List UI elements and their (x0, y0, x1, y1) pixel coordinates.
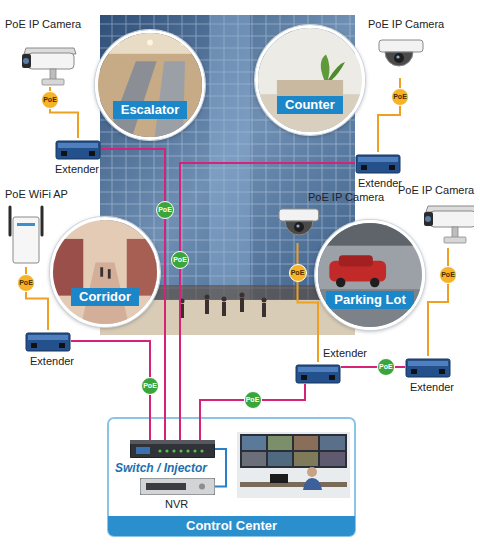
poe-badge: PoE (171, 251, 189, 269)
node-label: Switch / Injector (115, 461, 207, 475)
cable-connector (298, 243, 319, 362)
scene-circle-shape (53, 220, 157, 324)
cable-connector (215, 449, 226, 487)
edge-label: PoE (392, 89, 408, 105)
edge-label: PoE (245, 392, 261, 408)
node-label: Extender (410, 381, 454, 394)
camera-icon-shape (20, 42, 80, 87)
camera-icon-shape (422, 200, 474, 248)
scene-banner: Counter (277, 96, 343, 114)
access-point-icon-shape (5, 205, 47, 267)
node-label: PoE IP Camera (5, 18, 81, 31)
scene-circle-shape (318, 223, 422, 327)
edge-label: PoE (172, 252, 188, 268)
poe-badge: PoE (17, 274, 35, 292)
edge-label: PoE (290, 265, 306, 281)
extender-box-shape (25, 330, 71, 352)
poe-badge: PoE (391, 88, 409, 106)
group-title: Control Center (108, 516, 355, 536)
scene-circle-shape (98, 33, 202, 137)
monitor-wall-photo (237, 432, 350, 498)
switch-device-shape (130, 440, 215, 458)
node-label: PoE IP Camera (308, 191, 384, 204)
poe-badge: PoE (289, 264, 307, 282)
scene-banner: Corridor (71, 288, 139, 306)
switch-device: Switch / Injector (130, 440, 215, 458)
node-label: Extender (55, 163, 99, 176)
people (180, 293, 267, 319)
scene-circle-shape (258, 28, 362, 132)
extender-box-shape (405, 356, 451, 378)
camera-icon: PoE IP Camera (422, 200, 474, 248)
extender-box-shape (355, 152, 401, 174)
edge-label: PoE (42, 92, 58, 108)
edge-label: PoE (142, 378, 158, 394)
node-label: PoE IP Camera (368, 18, 444, 31)
poe-badge: PoE (439, 266, 457, 284)
cable-connector (428, 248, 448, 356)
poe-badge: PoE (377, 358, 395, 376)
scene-circle: Corridor (50, 217, 160, 327)
cable-connector (71, 341, 150, 440)
camera-icon-shape (275, 205, 320, 243)
control-center-panel (108, 418, 355, 536)
scene-circle: Parking Lot (315, 220, 425, 330)
node-label: Extender (358, 177, 402, 190)
edge-label: PoE (440, 267, 456, 283)
edge-label: PoE (18, 275, 34, 291)
cable-connector (200, 384, 305, 440)
extender-box: Extender (355, 152, 401, 174)
nvr-device-shape (140, 478, 215, 495)
node-label: NVR (165, 498, 188, 511)
scene-circle: Escalator (95, 30, 205, 140)
edge-label: PoE (157, 202, 173, 218)
node-label: PoE WiFi AP (5, 188, 68, 201)
extender-box: Extender (405, 356, 451, 378)
node-label: Extender (30, 355, 74, 368)
camera-icon: PoE IP Camera (20, 42, 80, 87)
poe-badge: PoE (41, 91, 59, 109)
node-label: Extender (323, 347, 367, 360)
control-center-group: Control Center Switch / InjectorNVR (108, 418, 355, 536)
scene-banner: Parking Lot (326, 291, 414, 309)
nvr-device: NVR (140, 478, 215, 495)
camera-icon-shape (375, 36, 425, 78)
extender-box: Extender (295, 362, 341, 384)
extender-box-shape (295, 362, 341, 384)
camera-icon: PoE IP Camera (275, 205, 320, 243)
node-label: PoE IP Camera (398, 184, 474, 197)
extender-box: Extender (25, 330, 71, 352)
poe-badge: PoE (141, 377, 159, 395)
poe-badge: PoE (244, 391, 262, 409)
cable-connector (341, 366, 405, 368)
building-tower (210, 15, 250, 300)
access-point-icon: PoE WiFi AP (5, 205, 47, 267)
extender-box: Extender (55, 138, 101, 160)
poe-badge: PoE (156, 201, 174, 219)
scene-banner: Escalator (113, 101, 188, 119)
camera-icon: PoE IP Camera (375, 36, 425, 78)
scene-circle: Counter (255, 25, 365, 135)
extender-box-shape (55, 138, 101, 160)
edge-label: PoE (378, 359, 394, 375)
